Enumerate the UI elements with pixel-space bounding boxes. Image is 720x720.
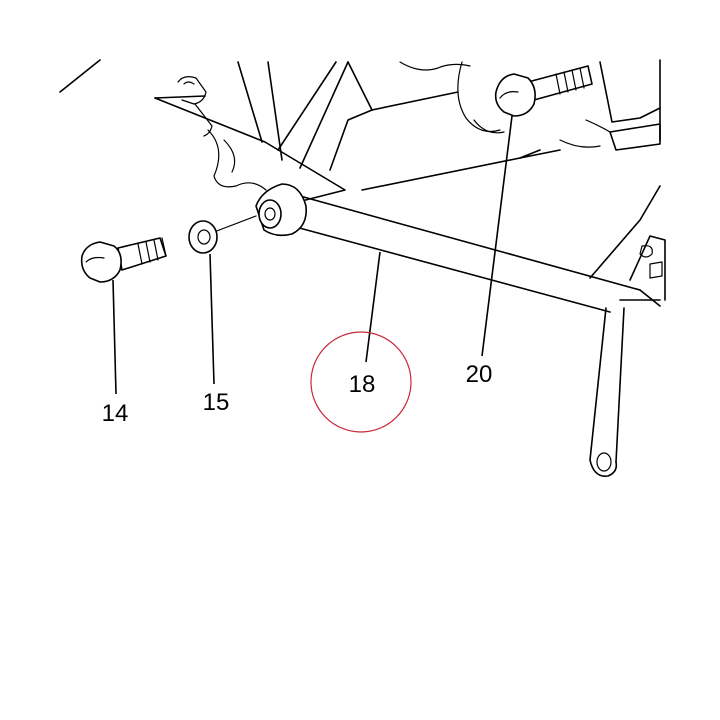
leader-18	[365, 251, 381, 363]
frame-structure	[59, 59, 666, 477]
bolt-part-14	[80, 237, 167, 283]
callout-20[interactable]: 20	[466, 361, 493, 388]
arm-part-18	[255, 183, 661, 313]
leader-14	[112, 279, 117, 395]
leader-20	[481, 115, 513, 357]
leader-lines	[112, 115, 513, 395]
bolt-part-20	[494, 65, 593, 117]
callout-15[interactable]: 15	[203, 389, 230, 416]
callout-14[interactable]: 14	[102, 400, 129, 427]
leader-15	[209, 253, 215, 385]
callout-18[interactable]: 18	[349, 371, 376, 398]
washer-part-15	[188, 215, 257, 254]
highlight-circle	[310, 331, 412, 433]
